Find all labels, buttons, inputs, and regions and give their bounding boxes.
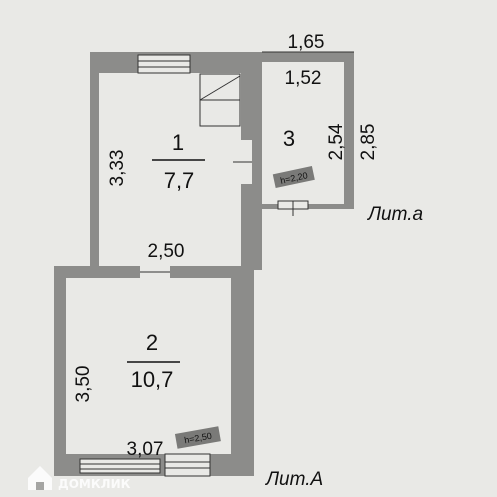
room-2-number: 2: [146, 330, 158, 355]
room-1-area: 7,7: [164, 168, 195, 193]
watermark-text: ДОМКЛИК: [58, 477, 131, 491]
room-2-label: 2 10,7: [127, 330, 180, 392]
room-2-area: 10,7: [131, 367, 174, 392]
room-3-number: 3: [283, 126, 295, 151]
dim-room2-height: 3,50: [73, 366, 94, 403]
stove-symbol: [199, 73, 241, 127]
dim-top-outer: 1,65: [288, 32, 325, 53]
dim-room1-width: 2,50: [148, 241, 185, 262]
dim-room3-height: 2,54: [326, 123, 347, 160]
house-logo-icon: [28, 466, 52, 490]
dim-room3-outer-height: 2,85: [358, 124, 379, 161]
watermark: ДОМКЛИК: [28, 466, 131, 491]
dim-room2-width: 3,07: [127, 439, 164, 460]
room-1-label: 1 7,7: [152, 130, 205, 193]
svg-text:h=2,50: h=2,50: [183, 431, 212, 446]
room-2-height-mark: h=2,50: [174, 426, 221, 449]
dim-room3-width: 1,52: [285, 68, 322, 89]
lit-a-small-label: Лит.а: [366, 204, 423, 225]
room-3-label: 3: [283, 126, 295, 151]
dim-room1-height: 3,33: [107, 150, 128, 187]
room-3-height-mark: h=2,20: [272, 166, 315, 189]
lit-a-big-label: Лит.А: [264, 469, 323, 490]
room-1-number: 1: [172, 130, 184, 155]
